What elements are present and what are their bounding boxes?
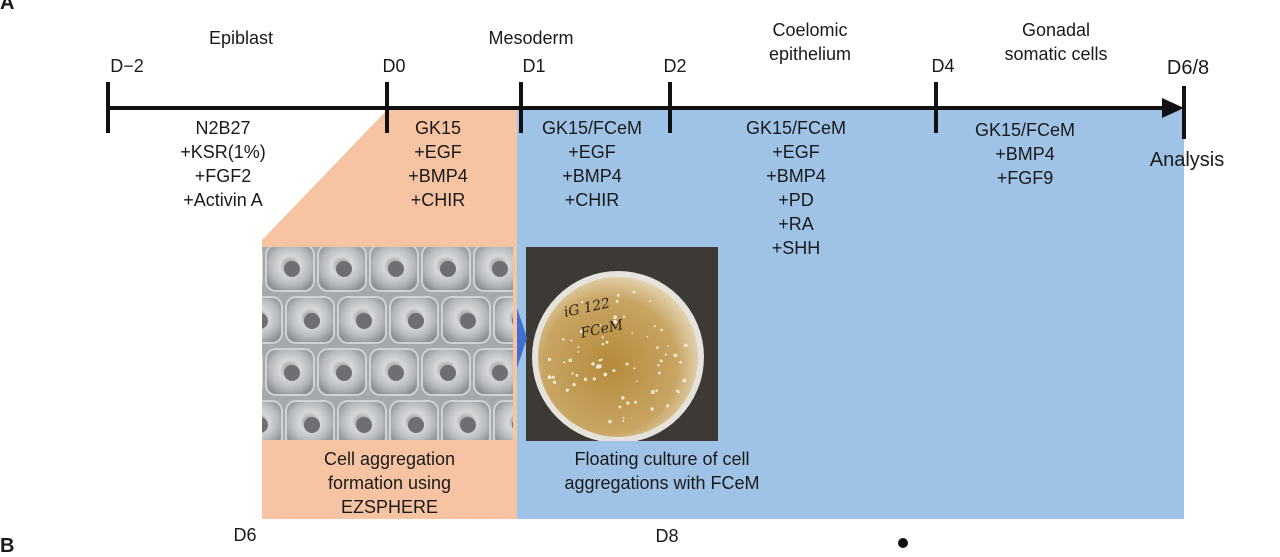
stage-epiblast: Epiblast [209, 29, 273, 47]
condition-item: +EGF [746, 140, 846, 164]
condition-item: +PD [746, 188, 846, 212]
caption-floating-culture: Floating culture of cell aggregations wi… [517, 447, 807, 495]
caption-ezsphere: Cell aggregation formation using EZSPHER… [262, 447, 517, 519]
caption-line: formation using [262, 471, 517, 495]
condition-item: +CHIR [542, 188, 642, 212]
condition-item: +CHIR [408, 188, 468, 212]
condition-item: +BMP4 [975, 142, 1075, 166]
condition-item: GK15/FCeM [975, 118, 1075, 142]
day-label-d4: D4 [931, 57, 954, 75]
day-label-d2: D2 [663, 57, 686, 75]
stage-name-line: Coelomic [769, 18, 851, 42]
condition-item: +BMP4 [746, 164, 846, 188]
condition-item: +SHH [746, 236, 846, 260]
ezsphere-wells-graphic [262, 247, 513, 440]
condition-item: +BMP4 [542, 164, 642, 188]
day-label-d-minus2: D−2 [110, 57, 144, 75]
petri-dish-graphic [526, 247, 718, 441]
caption-line: Floating culture of cell [517, 447, 807, 471]
condition-item: +FGF2 [180, 164, 266, 188]
caption-line: EZSPHERE [262, 495, 517, 519]
timeline-arrowhead [1162, 98, 1184, 118]
condition-item: GK15/FCeM [746, 116, 846, 140]
condition-item: N2B27 [180, 116, 266, 140]
stage-mesoderm: Mesoderm [488, 29, 573, 47]
conditions-d0: GK15 +EGF +BMP4 +CHIR [408, 116, 468, 212]
conditions-d2: GK15/FCeM +EGF +BMP4 +PD +RA +SHH [746, 116, 846, 260]
direction-arrow-marker [513, 308, 533, 368]
stage-name-line: epithelium [769, 42, 851, 66]
day-label-d0: D0 [382, 57, 405, 75]
conditions-d4: GK15/FCeM +BMP4 +FGF9 [975, 118, 1075, 190]
condition-item: +FGF9 [975, 166, 1075, 190]
condition-item: +BMP4 [408, 164, 468, 188]
conditions-epiblast: N2B27 +KSR(1%) +FGF2 +Activin A [180, 116, 266, 212]
analysis-label: Analysis [1150, 150, 1224, 170]
bottom-day-d8: D8 [655, 527, 678, 545]
bottom-day-d6: D6 [233, 526, 256, 544]
condition-item: +EGF [408, 140, 468, 164]
stage-name-line: Gonadal [1004, 18, 1107, 42]
day-label-d6-8: D6/8 [1167, 58, 1209, 78]
condition-item: +Activin A [180, 188, 266, 212]
ezsphere-plate-photo [262, 247, 513, 440]
stage-name-line: somatic cells [1004, 42, 1107, 66]
petri-dish-photo: iG 122 FCeM [526, 247, 718, 441]
condition-item: GK15 [408, 116, 468, 140]
caption-line: Cell aggregation [262, 447, 517, 471]
cropped-glyph [898, 538, 908, 548]
condition-item: GK15/FCeM [542, 116, 642, 140]
condition-item: +RA [746, 212, 846, 236]
condition-item: +EGF [542, 140, 642, 164]
conditions-d1: GK15/FCeM +EGF +BMP4 +CHIR [542, 116, 642, 212]
condition-item: +KSR(1%) [180, 140, 266, 164]
day-label-d1: D1 [522, 57, 545, 75]
panel-label-b: B [0, 536, 14, 556]
caption-line: aggregations with FCeM [517, 471, 807, 495]
